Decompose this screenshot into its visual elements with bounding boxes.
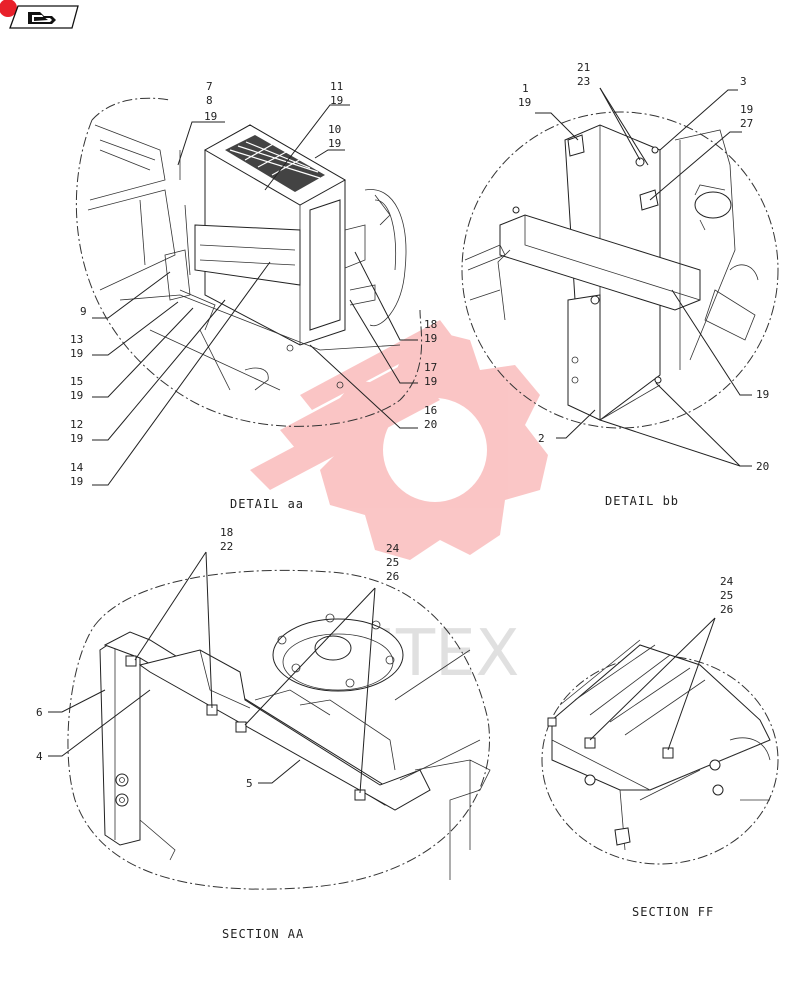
leaders-sec-ff	[589, 617, 716, 751]
callout-number: 19	[70, 389, 83, 402]
callout-number: 19	[70, 347, 83, 360]
callout-number: 22	[220, 540, 233, 553]
callout-number: 21	[577, 61, 590, 74]
callout-number: 19	[756, 388, 769, 401]
callout-number: 13	[70, 333, 83, 346]
callout-number: 26	[386, 570, 399, 583]
callout-number: 26	[720, 603, 733, 616]
callout-number: 19	[330, 94, 343, 107]
callout-number: 2	[538, 432, 545, 445]
callout-number: 11	[330, 80, 343, 93]
callout-number: 19	[518, 96, 531, 109]
callout-number: 25	[720, 589, 733, 602]
leaders-aa	[92, 104, 418, 486]
callouts-sec-aa: 18 22 24 25 26 6 4 5	[36, 526, 400, 790]
section-aa	[67, 569, 491, 890]
page-badge	[0, 0, 17, 17]
callout-number: 19	[740, 103, 753, 116]
callout-number: 16	[424, 404, 437, 417]
caption-section-ff: SECTION FF	[632, 905, 714, 919]
callout-number: 10	[328, 123, 341, 136]
callout-number: 7	[206, 80, 213, 93]
callout-number: 25	[386, 556, 399, 569]
callout-number: 24	[386, 542, 400, 555]
callouts-sec-ff: 24 25 26	[720, 575, 734, 616]
callouts-bb: 1 19 21 23 3 19 27 19 2 20	[518, 61, 769, 473]
callout-number: 19	[70, 475, 83, 488]
callout-number: 19	[204, 110, 217, 123]
callout-number: 27	[740, 117, 753, 130]
caption-detail-bb: DETAIL bb	[605, 494, 679, 508]
callout-number: 5	[246, 777, 253, 790]
callouts-aa: 7 8 19 11 19 10 19 9 13 19 15 19 12 19 1…	[70, 80, 437, 488]
callout-number: 6	[36, 706, 43, 719]
callout-number: 18	[220, 526, 233, 539]
section-ff	[541, 639, 779, 865]
callout-number: 12	[70, 418, 83, 431]
callout-number: 14	[70, 461, 84, 474]
callout-number: 20	[424, 418, 437, 431]
callout-number: 19	[328, 137, 341, 150]
callout-number: 9	[80, 305, 87, 318]
detail-bb	[461, 111, 779, 429]
watermark-gear	[250, 320, 548, 560]
callout-number: 24	[720, 575, 734, 588]
callout-number: 4	[36, 750, 43, 763]
callout-number: 17	[424, 361, 437, 374]
next-page-button[interactable]	[0, 0, 79, 29]
callout-number: 20	[756, 460, 769, 473]
caption-section-aa: SECTION AA	[222, 927, 304, 941]
grill	[225, 135, 325, 192]
callout-number: 19	[70, 432, 83, 445]
callout-number: 18	[424, 318, 437, 331]
callout-number: 19	[424, 332, 437, 345]
callout-number: 19	[424, 375, 437, 388]
callout-number: 3	[740, 75, 747, 88]
detail-aa	[75, 97, 423, 427]
caption-detail-aa: DETAIL aa	[230, 497, 304, 511]
callout-number: 15	[70, 375, 83, 388]
callout-number: 23	[577, 75, 590, 88]
next-page-arrow-icon	[28, 12, 56, 24]
leaders-bb	[535, 87, 752, 467]
callout-number: 1	[522, 82, 529, 95]
callout-number: 8	[206, 94, 213, 107]
leaders-sec-aa	[48, 551, 376, 794]
